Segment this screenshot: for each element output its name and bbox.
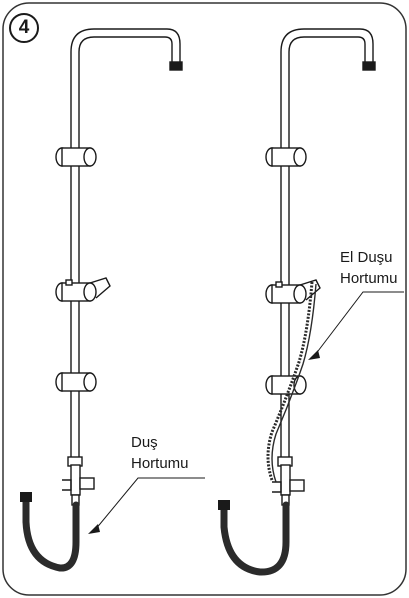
right-bracket-2 bbox=[265, 279, 321, 304]
right-shower-column bbox=[265, 28, 376, 506]
right-diverter-valve bbox=[272, 456, 305, 506]
left-arm bbox=[70, 28, 181, 64]
left-shower-head bbox=[169, 61, 183, 71]
right-leader-line bbox=[314, 291, 404, 356]
right-leader-arrow bbox=[308, 350, 320, 360]
left-pipe bbox=[70, 52, 80, 457]
right-bracket-3 bbox=[265, 375, 307, 395]
left-hose bbox=[20, 492, 80, 572]
hand-shower-hose bbox=[266, 281, 317, 483]
step-number-badge: 4 bbox=[9, 13, 39, 43]
right-shower-head bbox=[362, 61, 376, 71]
left-leader-line bbox=[94, 477, 205, 531]
shower-hose-label-line2: Hortumu bbox=[131, 455, 189, 472]
left-bracket-3 bbox=[55, 372, 97, 392]
hand-shower-hose-label-line1: El Duşu bbox=[340, 249, 393, 266]
right-arm bbox=[280, 28, 374, 64]
left-shower-column bbox=[55, 28, 183, 506]
right-hose bbox=[218, 500, 290, 576]
hand-shower-hose-label-line2: Hortumu bbox=[340, 270, 398, 287]
left-bracket-1 bbox=[55, 147, 97, 167]
left-leader-arrow bbox=[88, 524, 100, 534]
left-diverter-valve bbox=[62, 456, 95, 506]
shower-hose-label-line1: Duş bbox=[131, 434, 158, 451]
left-bracket-2 bbox=[55, 277, 111, 302]
right-bracket-1 bbox=[265, 147, 307, 167]
